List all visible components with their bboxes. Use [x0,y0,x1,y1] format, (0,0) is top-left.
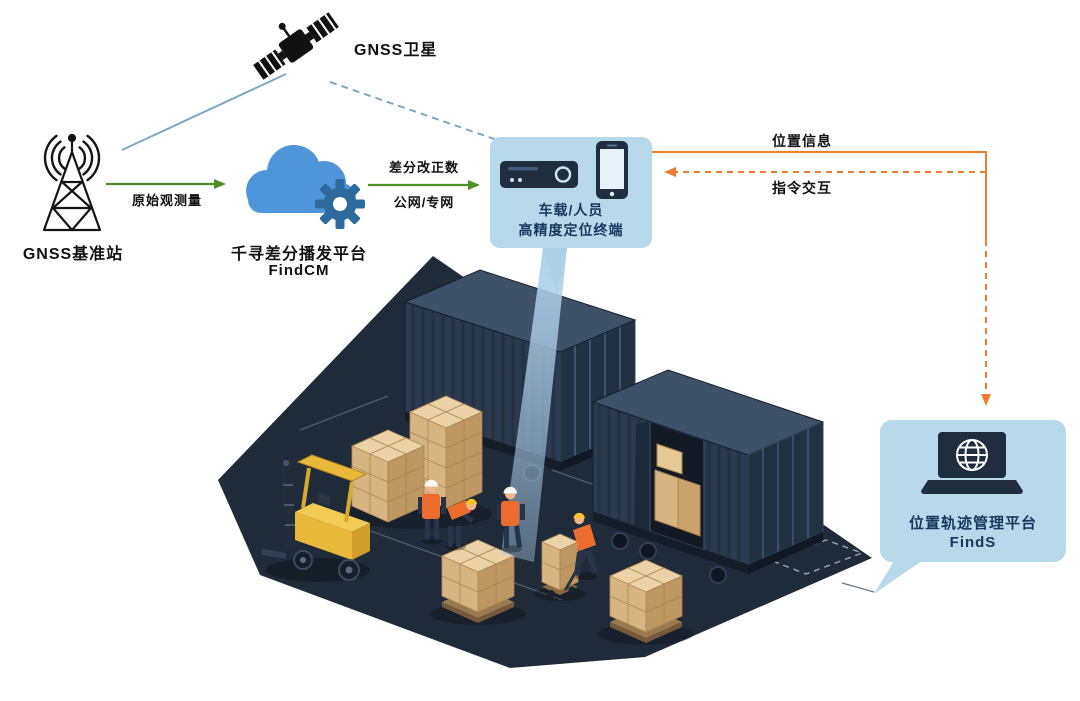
base-station-icon [42,133,102,232]
position-info-arrow [652,151,987,240]
workers [418,479,598,580]
gear-icon [315,179,365,229]
laptop-globe-icon [921,432,1023,494]
terminal-card: 车载/人员 高精度定位终端 [490,137,652,248]
terminal-label-line2: 高精度定位终端 [518,222,624,238]
base-station-label: GNSS基准站 [22,246,124,263]
trailer-wheels [611,532,727,584]
diff-correction-label-line1: 差分改正数 [388,160,459,175]
signal-waves-left-icon [43,134,66,182]
finds-bubble-tail [874,556,929,594]
gnss-receiver-icon [500,161,578,188]
smartphone-icon [596,141,628,199]
position-info-label: 位置信息 [772,133,832,149]
command-interaction-label: 指令交互 [772,180,832,196]
finds-title-label: 位置轨迹管理平台 [908,515,1037,532]
raw-observation-label: 原始观测量 [131,193,202,208]
satellite-to-terminal-line [329,81,501,142]
forklift [262,454,370,582]
warehouse-illustration [218,256,872,668]
cloud-icon [246,145,365,229]
diff-correction-label-line2: 公网/专网 [393,195,455,210]
cloud-platform-subtitle: FindCM [268,262,330,279]
finds-pointer-line [841,582,875,593]
terminal-label-line1: 车载/人员 [538,202,604,218]
geofence-zone [767,539,865,575]
management-platform-card: 位置轨迹管理平台 FindS [880,420,1066,562]
satellite-icon [253,12,339,80]
cloud-platform-title: 千寻差分播发平台 [230,246,367,263]
positioning-beam [501,248,567,562]
satellite-to-station-line [121,73,287,151]
finds-subtitle-label: FindS [949,534,997,551]
signal-waves-right-icon [78,134,101,182]
link-lines [106,73,991,406]
satellite-label: GNSS卫星 [354,42,438,59]
container-front [591,369,825,584]
